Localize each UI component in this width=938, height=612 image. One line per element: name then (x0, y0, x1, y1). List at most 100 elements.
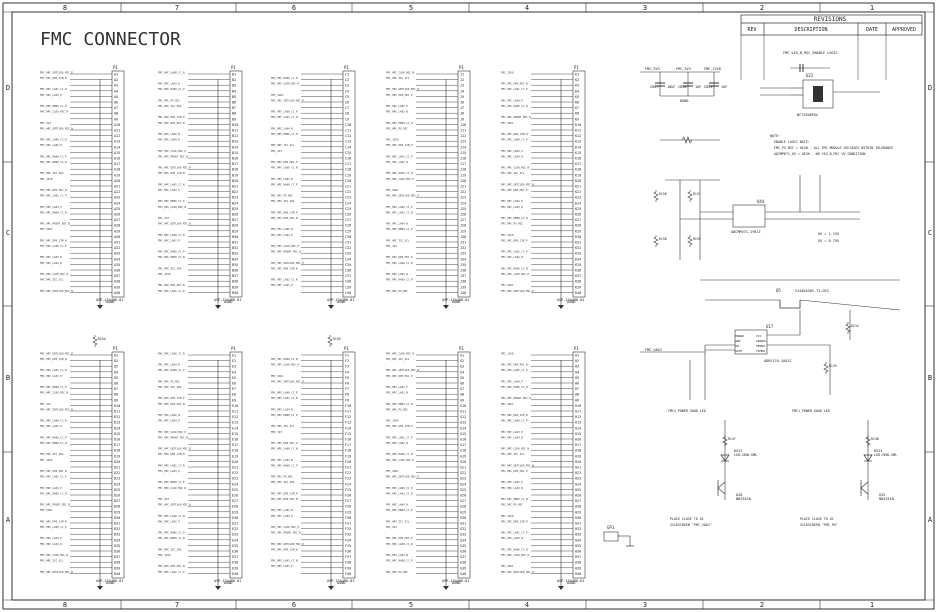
pin-E34: E34 (232, 538, 238, 542)
rev-col-rev: REV (747, 27, 756, 33)
pin-D2: D2 (114, 359, 118, 363)
net-label: FMC_HPC_HB00_CC_N (386, 121, 413, 125)
pin-C18: C18 (345, 168, 351, 172)
pin-G13: G13 (460, 421, 466, 425)
net-label: FMC_HPC_IIC_SCL (386, 238, 410, 242)
net-label: FMC_HPC_HB00_CC_N (40, 441, 67, 445)
pin-B3: B3 (232, 84, 236, 88)
net-label: FMC_HPC_PG_M2C (386, 407, 408, 411)
pin-H21: H21 (575, 466, 581, 470)
pin-C6: C6 (345, 101, 349, 105)
pin-K17: K17 (575, 162, 581, 166)
resistor-r157 (687, 190, 693, 202)
pin-B18: B18 (232, 168, 238, 172)
sheet-title: FMC CONNECTOR (40, 29, 181, 50)
net-label: FMC_HPC_CLK0_M2C_N (501, 166, 530, 170)
pin-E29: E29 (232, 510, 238, 514)
pin-H27: H27 (575, 499, 581, 503)
net-label: FMC_HPC_LA00_CC_N (158, 233, 185, 237)
pin-A9: A9 (114, 117, 118, 121)
pin-F16: F16 (345, 438, 351, 442)
pin-K10: K10 (575, 123, 581, 127)
power-good-leds: DS23 LED-GRN-SML DS24 LED-GRN-SML Q28 ND… (668, 409, 897, 527)
net-label: FMC_HPC_LA04_N (40, 542, 62, 546)
net-label: FMC_HPC_HA00_CC_N (501, 385, 528, 389)
pin-H35: H35 (575, 544, 581, 548)
rail-3v3-a: FMC_3V3 (645, 67, 660, 71)
pin-G40: G40 (460, 572, 466, 576)
pin-E30: E30 (232, 516, 238, 520)
net-label: FMC_HPC_LA03_P (158, 469, 180, 473)
net-label: FMC_HPC_HB00_CC_N (501, 497, 528, 501)
connector-bottom-0: P1D1FMC_HPC_GBTCLK0_M2C_PD2FMC_HPC_DP0_C… (40, 346, 125, 590)
net-label: FMC_HPC_CLK0_M2C_P (271, 525, 300, 529)
pin-K22: K22 (575, 190, 581, 194)
pin-K9: K9 (575, 117, 579, 121)
net-label: FMC_12V0 (501, 351, 514, 355)
pin-J26: J26 (460, 213, 466, 217)
net-label: FMC_HPC_GBTCLK0_M2C_N (158, 222, 191, 226)
pin-B28: B28 (232, 224, 238, 228)
pin-E19: E19 (232, 454, 238, 458)
net-label: FMC_HPC_LA01_CC_P (386, 154, 413, 158)
pin-A24: A24 (114, 201, 120, 205)
pin-H18: H18 (575, 449, 581, 453)
net-label: FMC_HPC_GBTCLK0_M2C_N (501, 463, 534, 467)
pin-B9: B9 (232, 117, 236, 121)
pin-A1: A1 (114, 73, 118, 77)
net-label: FMC_HPC_DP0_C2M_P (271, 210, 298, 214)
net-label: FMC_HPC_LA03_N (386, 391, 408, 395)
net-label: FMC_HPC_CLK0_M2C_P (158, 149, 187, 153)
net-label: FMC_HPC_LA03_N (271, 177, 293, 181)
fmc-connectors: P1A1FMC_HPC_GBTCLK0_M2C_PA2FMC_HPC_DP0_C… (40, 65, 879, 590)
pin-J15: J15 (460, 151, 466, 155)
net-label: FMC_HPC_LA00_CC_N (40, 138, 67, 142)
pin-C21: C21 (345, 185, 351, 189)
pin-A17: A17 (114, 162, 120, 166)
zone-col-bottom-8: 8 (63, 601, 67, 609)
net-label: FMC_HPC_IIC_SCL (40, 278, 64, 282)
pin-J24: J24 (460, 201, 466, 205)
pin-E8: E8 (232, 393, 236, 397)
pin-B12: B12 (232, 134, 238, 138)
ground-label: DGND (337, 581, 345, 585)
pin-A6: A6 (114, 101, 118, 105)
net-label: FMC_VADJ (501, 402, 514, 406)
pin-G8: G8 (460, 393, 464, 397)
part-number: ASP-134486-01 (96, 298, 123, 302)
pin-G12: G12 (460, 415, 466, 419)
net-label: FMC_HPC_DP0_M2C_N (40, 469, 67, 473)
ground-label: DGND (452, 581, 460, 585)
pin-F33: F33 (345, 533, 351, 537)
pin-D28: D28 (114, 505, 120, 509)
net-label: FMC_HPC_LA00_CC_P (386, 486, 413, 490)
pin-A39: A39 (114, 285, 120, 289)
net-label: FMC_HPC_DP0_M2C_P (386, 255, 413, 259)
net-label: FMC_HPC_DP0_M2C_N (158, 283, 185, 287)
pin-H11: H11 (575, 410, 581, 414)
pin-J40: J40 (460, 291, 466, 295)
net-label: FMC_HPC_GBTCLK0_M2C_P (271, 542, 304, 546)
note-1: ENABLE LOGIC NOTE: (774, 140, 810, 144)
pin-F28: F28 (345, 505, 351, 509)
net-label: FMC_HPC_GBTCLK0_M2C_N (40, 407, 73, 411)
pin-F1: F1 (345, 354, 349, 358)
net-label: FMC_HPC_LA04_P (271, 514, 293, 518)
pin-D40: D40 (114, 572, 120, 576)
net-label: FMC_12V0 (501, 514, 514, 518)
pin-J32: J32 (460, 246, 466, 250)
pin-H28: H28 (575, 505, 581, 509)
note-0: NOTE: (770, 134, 780, 138)
resistor-r135 (823, 362, 829, 374)
net-label: FMC_HPC_LA00_CC_P (40, 244, 67, 248)
net-label: FMC_HPC_LA01_CC_P (158, 289, 185, 293)
net-label: FMC_HPC_PG_M2C (386, 570, 408, 574)
connector-ref: P1 (459, 65, 464, 70)
pin-F17: F17 (345, 443, 351, 447)
connector-top-1: P1B1FMC_HPC_LA00_CC_NB2B3FMC_HPC_LA03_NB… (158, 65, 243, 309)
pin-E23: E23 (232, 477, 238, 481)
net-label: FMC_HPC_LA01_CC_P (158, 570, 185, 574)
pin-C30: C30 (345, 235, 351, 239)
pin-K28: K28 (575, 224, 581, 228)
